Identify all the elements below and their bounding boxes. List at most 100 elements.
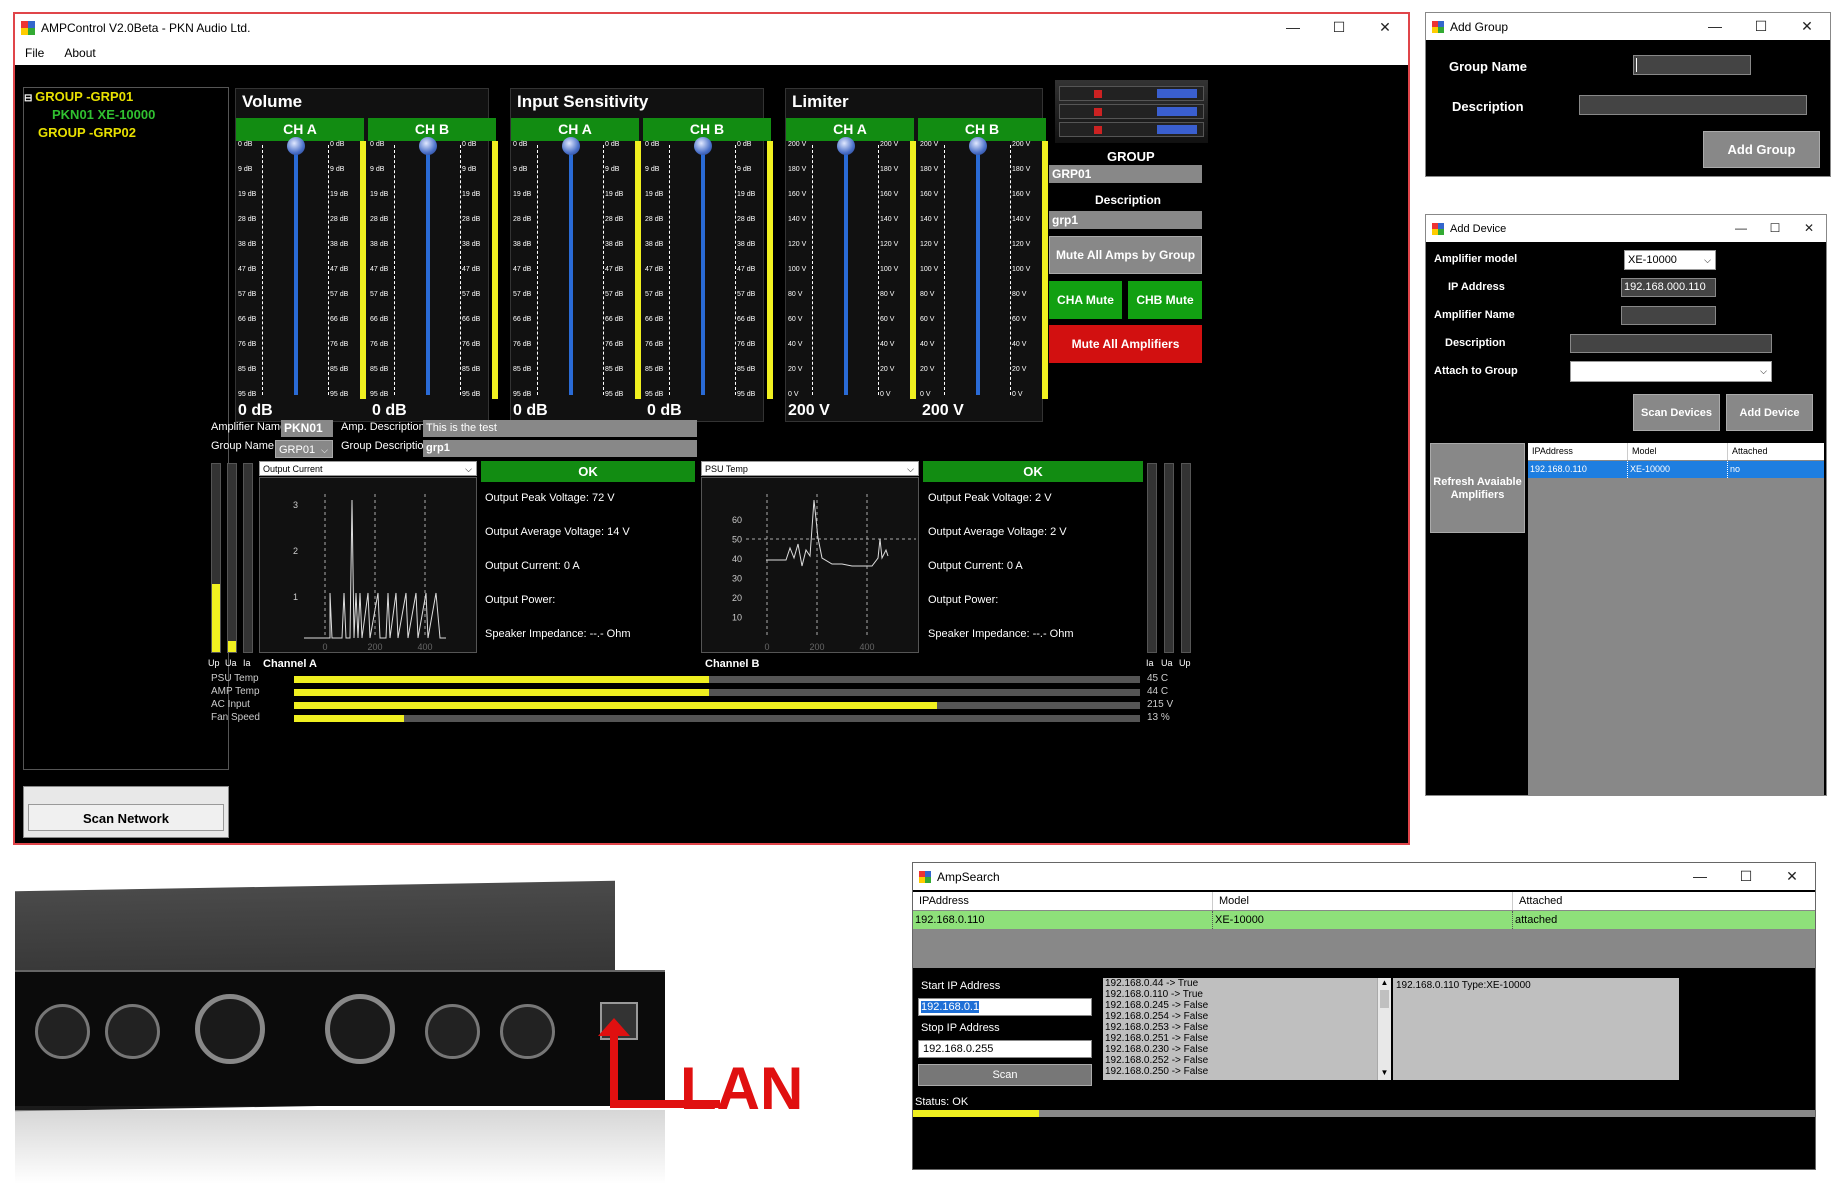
volume-chb-scale-left: 76 dB	[370, 341, 389, 348]
sensitivity-cha-slider-track[interactable]	[569, 145, 573, 395]
minimize-icon[interactable]: —	[1708, 18, 1722, 34]
tree-group-grp01[interactable]: ⊟ GROUP -GRP01	[24, 89, 134, 104]
main-body: ⊟ GROUP -GRP01 PKN01 XE-10000 GROUP -GRP…	[15, 65, 1408, 843]
status-bar	[294, 702, 1140, 709]
add-device-button[interactable]: Add Device	[1726, 394, 1813, 431]
sensitivity-chb-scale-right: 76 dB	[737, 341, 756, 348]
volume-chb-slider-knob[interactable]	[419, 137, 437, 155]
amp-description-field[interactable]: This is the test	[423, 420, 697, 437]
maximize-icon[interactable]: ☐	[1754, 18, 1768, 34]
scroll-up-icon[interactable]: ▲	[1380, 978, 1389, 987]
maximize-icon[interactable]: ☐	[1739, 868, 1753, 884]
limiter-cha-scale-right: 120 V	[880, 241, 899, 248]
chart-a-select[interactable]: Output Current⌵	[259, 461, 477, 476]
stat-line: Output Power:	[928, 594, 999, 606]
volume-cha-scale-right: 66 dB	[330, 316, 349, 323]
minimize-icon[interactable]: —	[1286, 19, 1300, 35]
group-description-field[interactable]: grp1	[423, 440, 697, 457]
description-field[interactable]: grp1	[1049, 211, 1202, 229]
amp-name-field[interactable]: PKN01	[281, 420, 333, 437]
limiter-cha-slider-knob[interactable]	[837, 137, 855, 155]
cha-mute-button[interactable]: CHA Mute	[1049, 281, 1122, 319]
amp-model-select[interactable]: XE-10000⌵	[1624, 250, 1716, 270]
menu-file[interactable]: File	[25, 46, 45, 60]
description-input[interactable]	[1579, 95, 1807, 115]
tree-amp-pkn01[interactable]: PKN01 XE-10000	[52, 107, 156, 122]
limiter-cha-scale-right: 200 V	[880, 141, 899, 148]
volume-cha-scale-right: 57 dB	[330, 291, 349, 298]
volume-chb-scale-left: 66 dB	[370, 316, 389, 323]
volume-chb-scale-right: 85 dB	[462, 366, 481, 373]
menu-about[interactable]: About	[64, 46, 96, 60]
volume-chb-scale-left: 28 dB	[370, 216, 389, 223]
maximize-icon[interactable]: ☐	[1769, 221, 1781, 235]
limiter-chb-scale-left: 80 V	[920, 291, 935, 298]
limiter-cha-scale-right: 100 V	[880, 266, 899, 273]
chart-b-select[interactable]: PSU Temp⌵	[701, 461, 919, 476]
y-tick-label: 40	[732, 554, 742, 564]
volume-chb-scale-right: 57 dB	[462, 291, 481, 298]
group-description-label: Group Description	[341, 440, 430, 452]
sensitivity-chb-slider-knob[interactable]	[694, 137, 712, 155]
device-description-input[interactable]	[1570, 334, 1772, 353]
mute-group-button[interactable]: Mute All Amps by Group	[1049, 236, 1202, 274]
volume-cha-slider-track[interactable]	[294, 145, 298, 395]
close-icon[interactable]: ✕	[1379, 19, 1391, 35]
sensitivity-cha-scale-left: 19 dB	[513, 191, 532, 198]
chb-mute-button[interactable]: CHB Mute	[1128, 281, 1202, 319]
scrollbar[interactable]: ▲▼	[1377, 978, 1391, 1080]
table-row[interactable]: 192.168.0.110 XE-10000 no	[1528, 461, 1824, 478]
group-name-select[interactable]: GRP01⌵	[275, 440, 333, 458]
sensitivity-chb-slider-track[interactable]	[701, 145, 705, 395]
close-icon[interactable]: ✕	[1801, 18, 1813, 34]
attach-group-select[interactable]: ⌵	[1570, 361, 1772, 382]
sensitivity-cha-slider-knob[interactable]	[562, 137, 580, 155]
minimize-icon[interactable]: —	[1693, 868, 1707, 884]
limiter-cha-scale-right: 140 V	[880, 216, 899, 223]
limiter-chb-slider-track[interactable]	[976, 145, 980, 395]
stat-line: Output Power:	[485, 594, 556, 606]
close-icon[interactable]: ✕	[1803, 221, 1815, 235]
amp-name-input[interactable]	[1621, 306, 1716, 325]
limiter-chb-scale-left: 100 V	[920, 266, 939, 273]
meter-up-left	[211, 463, 221, 653]
volume-chb-scale-left: 9 dB	[370, 166, 385, 173]
limiter-chb-scale-right: 180 V	[1012, 166, 1031, 173]
maximize-icon[interactable]: ☐	[1332, 19, 1346, 35]
minimize-icon[interactable]: —	[1735, 221, 1747, 235]
refresh-amplifiers-button[interactable]: Refresh Avaiable Amplifiers	[1430, 443, 1525, 533]
stop-ip-input[interactable]: 192.168.0.255	[918, 1040, 1092, 1058]
scroll-down-icon[interactable]: ▼	[1380, 1068, 1389, 1077]
sensitivity-chb-scale-left: 66 dB	[645, 316, 664, 323]
close-icon[interactable]: ✕	[1786, 868, 1798, 884]
group-field[interactable]: GRP01	[1049, 165, 1202, 183]
cell-ip: 192.168.0.110	[1528, 461, 1628, 478]
ip-address-label: IP Address	[1448, 281, 1505, 293]
start-ip-input[interactable]: 192.168.0.1	[918, 998, 1092, 1016]
status-bar-fill	[294, 689, 709, 696]
volume-chb-slider-track[interactable]	[426, 145, 430, 395]
limiter-cha-slider-track[interactable]	[844, 145, 848, 395]
sensitivity-chb-scale-right: 0 dB	[737, 141, 752, 148]
table-row[interactable]: 192.168.0.110 XE-10000 attached	[913, 911, 1815, 929]
add-group-titlebar: Add Group —☐✕	[1426, 13, 1830, 40]
volume-cha-slider-knob[interactable]	[287, 137, 305, 155]
bar-value: 44 C	[1147, 686, 1169, 697]
scan-button[interactable]: Scan	[918, 1064, 1092, 1086]
volume-chb-scale-left: 95 dB	[370, 391, 389, 398]
volume-cha-level-bar	[360, 141, 366, 399]
limiter-chb-slider-knob[interactable]	[969, 137, 987, 155]
sensitivity-title: Input Sensitivity	[517, 92, 649, 111]
scan-devices-button[interactable]: Scan Devices	[1633, 394, 1720, 431]
volume-chb-scale-left: 47 dB	[370, 266, 389, 273]
mute-all-button[interactable]: Mute All Amplifiers	[1049, 325, 1202, 363]
scan-network-button[interactable]: Scan Network	[23, 786, 229, 838]
sensitivity-cha-scale-left: 38 dB	[513, 241, 532, 248]
add-group-button[interactable]: Add Group	[1703, 131, 1820, 168]
group-name-input[interactable]	[1633, 55, 1751, 75]
col-attached: Attached	[1519, 895, 1563, 907]
tree-group-grp02[interactable]: GROUP -GRP02	[38, 125, 137, 140]
volume-cha-scale-right: 95 dB	[330, 391, 349, 398]
ip-address-input[interactable]: 192.168.000.110	[1621, 278, 1716, 297]
list-item: 192.168.0.44 -> True	[1105, 978, 1199, 989]
